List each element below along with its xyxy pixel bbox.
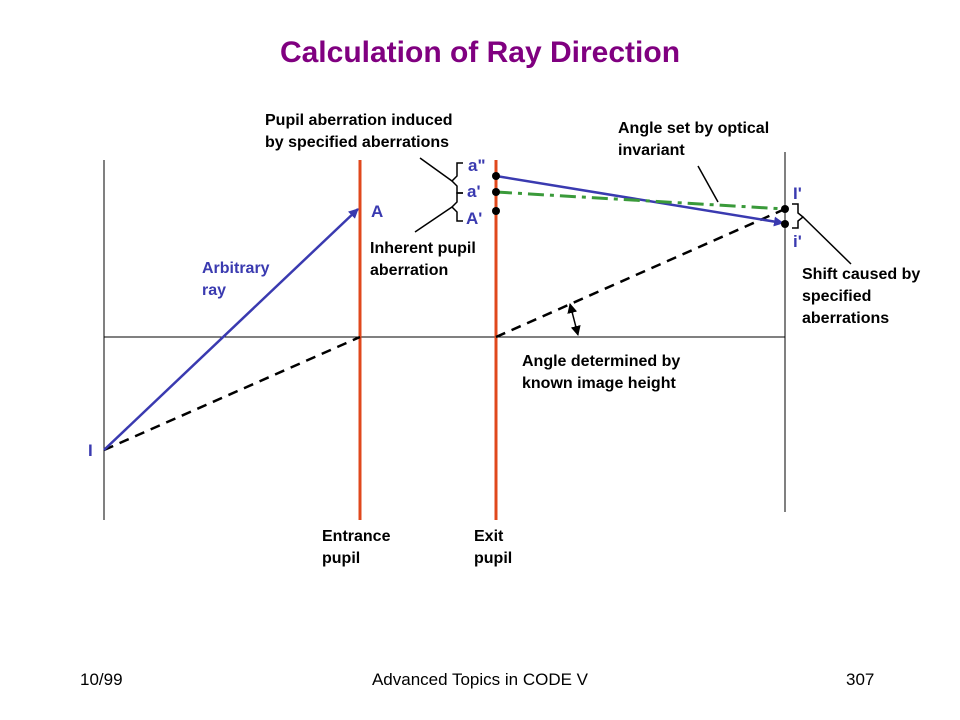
leader-shift [802, 216, 852, 265]
point-i-prime [781, 220, 789, 228]
point-label-I: I [88, 441, 93, 460]
label-arbitrary-ray: Arbitrary ray [202, 260, 270, 299]
point-label-i-prime: i' [793, 232, 802, 251]
point-A-prime [492, 207, 500, 215]
point-a-prime [492, 188, 500, 196]
point-a-double-prime [492, 172, 500, 180]
slide-title: Calculation of Ray Direction [279, 36, 681, 69]
point-label-A: A [371, 202, 384, 221]
point-label-a-prime: a' [467, 182, 481, 201]
point-label-a-double-prime: a" [468, 156, 486, 175]
brace-upper [450, 162, 463, 194]
brace-lower [450, 192, 463, 222]
point-label-I-prime: I' [793, 184, 802, 203]
brace-image [792, 203, 805, 229]
leader-angle-set [697, 165, 719, 203]
label-inherent-pupil: Inherent pupil aberration [370, 240, 476, 279]
label-entrance-pupil: Entrance pupil [322, 528, 391, 567]
leader-inherent-pupil [414, 206, 453, 233]
arbitrary-ray [103, 208, 359, 451]
label-pupil-aberration-induced: Pupil aberration induced by specified ab… [265, 112, 453, 151]
chief-ray-object-space [103, 335, 361, 452]
footer-date: 10/99 [80, 670, 123, 689]
label-angle-set: Angle set by optical invariant [618, 120, 770, 159]
chief-ray-image-space [495, 207, 786, 339]
footer-course: Advanced Topics in CODE V [371, 670, 589, 689]
label-angle-determined: Angle determined by known image height [522, 353, 681, 392]
point-I-prime [781, 205, 789, 213]
leader-pupil-aberration [419, 157, 453, 182]
point-label-A-prime: A' [466, 209, 483, 228]
label-shift-caused: Shift caused by specified aberrations [802, 266, 921, 327]
angle-arrow [567, 303, 581, 336]
label-exit-pupil: Exit pupil [474, 528, 513, 567]
footer-page-number: 307 [846, 670, 875, 689]
